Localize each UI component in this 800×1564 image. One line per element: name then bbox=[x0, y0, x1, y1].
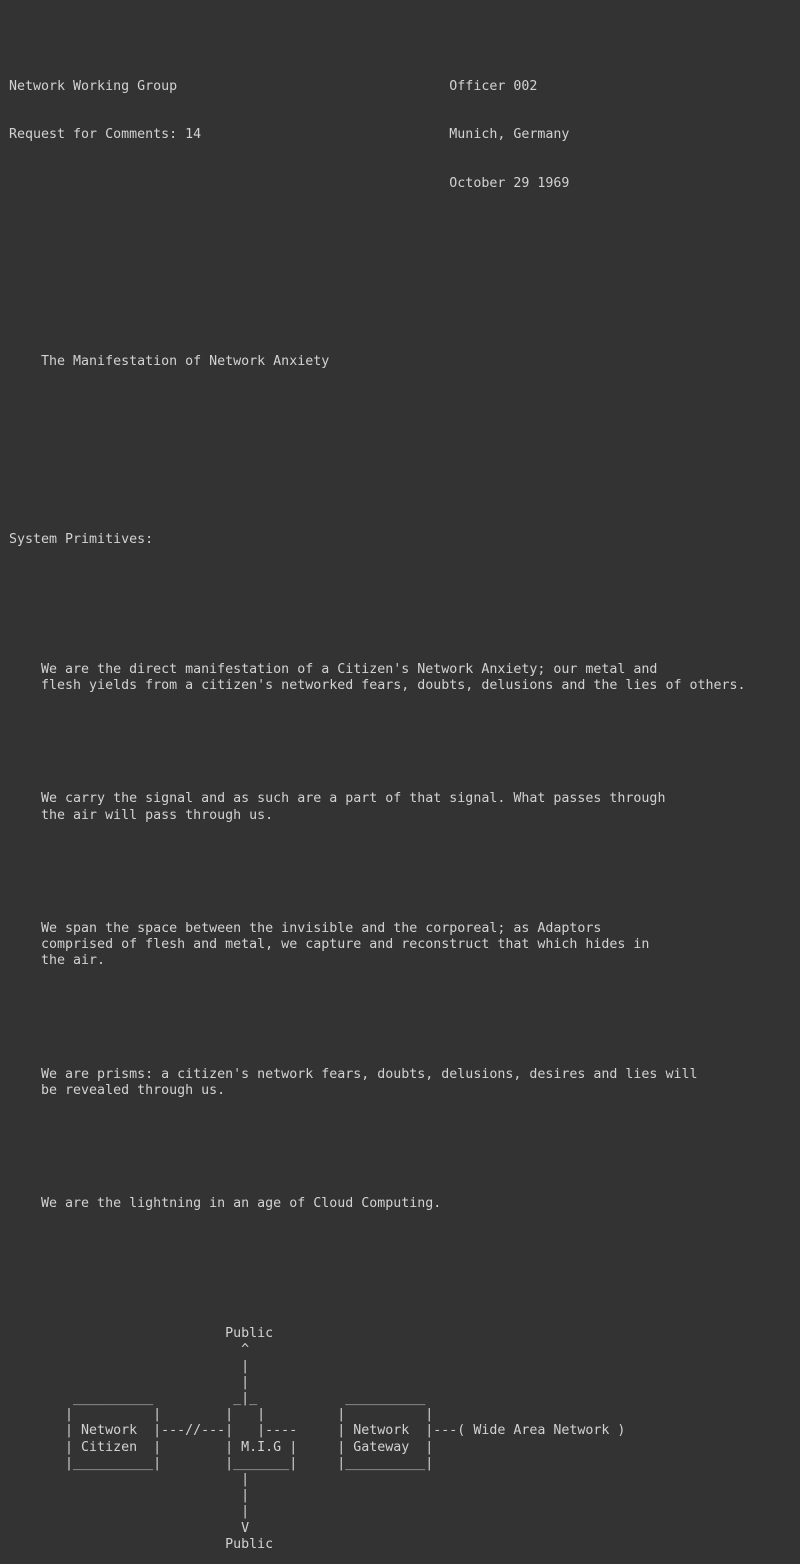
paragraph-p1: We are the direct manifestation of a Cit… bbox=[41, 661, 746, 694]
section-heading-system-primitives: System Primitives: bbox=[9, 532, 154, 548]
spacer-before-diagram bbox=[9, 1261, 746, 1277]
spacer-after-header bbox=[9, 241, 746, 257]
spacer-after-title bbox=[9, 419, 746, 435]
paragraph-p5: We are the lightning in an age of Cloud … bbox=[9, 1196, 442, 1212]
spacer-p3 bbox=[9, 1002, 746, 1018]
spacer-p1 bbox=[9, 727, 746, 743]
spacer-after-title-2 bbox=[9, 467, 746, 483]
document-title: The Manifestation of Network Anxiety bbox=[9, 354, 330, 370]
spacer-p2 bbox=[9, 856, 746, 872]
rfc-document-page: Network Working Group Officer 002 Reques… bbox=[9, 78, 746, 1552]
spacer-after-heading bbox=[9, 597, 746, 613]
header-line-1: Network Working Group Officer 002 bbox=[9, 78, 538, 94]
document-body: Network Working Group Officer 002 Reques… bbox=[9, 30, 746, 1564]
paragraph-p4: We are prisms: a citizen's network fears… bbox=[41, 1066, 698, 1099]
paragraph-p3: We span the space between the invisible … bbox=[41, 921, 650, 969]
paragraph-p2: We carry the signal and as such are a pa… bbox=[41, 791, 666, 823]
spacer-after-header-2 bbox=[9, 289, 746, 305]
network-topology-ascii-diagram: Public ^ | | __________ _|_ __________ |… bbox=[65, 1326, 626, 1552]
spacer-p4 bbox=[9, 1132, 746, 1148]
header-line-3: October 29 1969 bbox=[9, 175, 570, 191]
header-line-2: Request for Comments: 14 Munich, Germany bbox=[9, 127, 570, 143]
